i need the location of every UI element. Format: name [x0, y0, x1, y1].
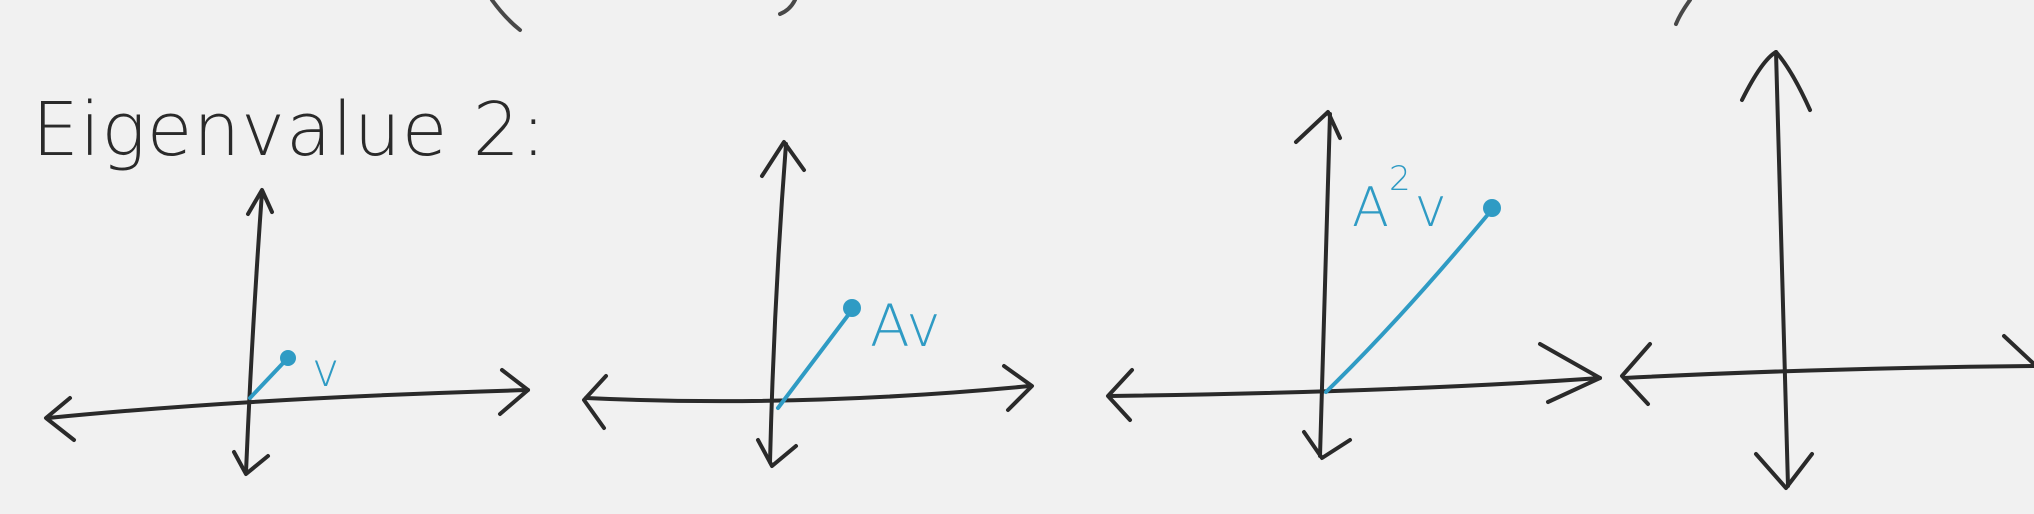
y-axis-up-arrowhead: [1294, 110, 1342, 144]
vector-v-label: v: [312, 343, 339, 397]
section-title: Eigenvalue 2:: [32, 87, 547, 173]
vector-a2v-label: A2v: [1352, 159, 1447, 239]
y-axis-line: [768, 142, 788, 464]
x-axis-right-arrowhead: [498, 368, 530, 416]
axes-panel-2: Av: [582, 140, 1034, 468]
vector-av-tip: [843, 299, 861, 317]
y-axis-line: [244, 190, 264, 474]
x-axis-left-arrowhead: [582, 374, 608, 430]
vector-a2v-line: [1324, 210, 1492, 394]
x-axis-left-arrowhead: [44, 396, 76, 442]
y-axis-down-arrowhead: [232, 450, 270, 476]
x-axis-line: [46, 388, 530, 420]
axes-panel-4: [1620, 50, 2034, 490]
x-axis-right-arrowhead: [1002, 364, 1034, 412]
vector-a2v-tip: [1483, 199, 1501, 217]
x-axis-line: [1622, 364, 2034, 380]
vector-v-tip: [280, 350, 296, 366]
y-axis-up-arrowhead: [246, 188, 274, 216]
vector-av-label: Av: [870, 292, 941, 360]
y-axis-up-arrowhead: [760, 140, 806, 178]
axes-panel-1: v: [44, 188, 530, 476]
x-axis-left-arrowhead: [1106, 368, 1134, 422]
cropped-top-strokes: [490, 0, 1692, 32]
y-axis-line: [1318, 112, 1332, 458]
x-axis-line: [1108, 376, 1602, 398]
x-axis-right-arrowhead: [1538, 342, 1602, 404]
vector-av-line: [776, 308, 854, 410]
axes-panel-3: A2v: [1106, 110, 1602, 460]
y-axis-down-arrowhead: [756, 438, 798, 468]
x-axis-right-arrowhead: [2002, 334, 2034, 366]
y-axis-down-arrowhead: [1302, 430, 1352, 460]
y-axis-up-arrowhead: [1740, 50, 1812, 112]
y-axis-line: [1774, 50, 1790, 488]
vector-v-line: [248, 358, 288, 400]
x-axis-line: [584, 384, 1032, 404]
y-axis-down-arrowhead: [1754, 452, 1814, 490]
x-axis-left-arrowhead: [1620, 342, 1652, 406]
